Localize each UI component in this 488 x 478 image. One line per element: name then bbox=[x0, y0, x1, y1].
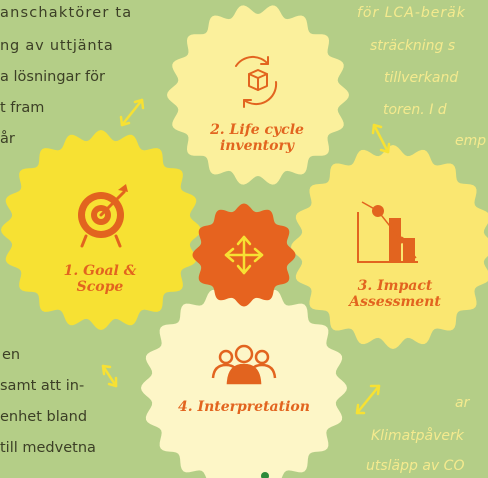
interpretation-line1: 4. Interpretation bbox=[178, 399, 310, 415]
bg-text-right-top-5: emp bbox=[455, 133, 487, 149]
cycle-arrow-bottom-right-icon bbox=[355, 384, 381, 415]
bg-text-left-bottom-3: enhet bland bbox=[0, 409, 88, 425]
target-icon bbox=[78, 184, 128, 248]
interpretation-label: 4. Interpretation bbox=[164, 399, 324, 415]
bg-text-right-top-3: tillverkand bbox=[384, 70, 459, 86]
move-arrows-icon bbox=[224, 235, 264, 275]
recycle-box-icon bbox=[235, 55, 278, 108]
inventory-line2: inventory bbox=[219, 138, 295, 154]
bg-text-left-top-4: t fram bbox=[0, 100, 45, 116]
bg-text-left-top-1: anschaktörer ta bbox=[0, 5, 133, 21]
bg-text-right-bottom-2: Klimatpåverk bbox=[371, 428, 464, 444]
bg-text-right-top-4: toren. I d bbox=[383, 102, 447, 118]
bg-text-left-bottom-1: en bbox=[2, 347, 21, 363]
bg-text-right-bottom-3: utsläpp av CO bbox=[366, 458, 465, 474]
impact-label: 3. Impact Assessment bbox=[340, 278, 450, 310]
impact-line1: 3. Impact bbox=[357, 278, 433, 294]
bg-text-left-top-2: ng av uttjänta bbox=[0, 38, 114, 54]
inventory-blob bbox=[167, 5, 349, 185]
cycle-arrow-top-right-icon bbox=[371, 123, 391, 154]
goal-scope-line2: Scope bbox=[76, 279, 124, 295]
cycle-arrow-bottom-left-icon bbox=[101, 364, 118, 388]
impact-line2: Assessment bbox=[349, 294, 441, 310]
bg-text-right-top-2: sträckning s bbox=[370, 38, 456, 54]
goal-scope-label: 1. Goal & Scope bbox=[50, 263, 150, 295]
bg-text-right-bottom-1: ar bbox=[455, 395, 470, 411]
bottom-marker bbox=[261, 472, 269, 478]
inventory-line1: 2. Life cycle bbox=[210, 122, 304, 138]
bg-text-right-top-1: för LCA-beräk bbox=[357, 5, 466, 21]
cycle-arrow-top-left-icon bbox=[119, 98, 145, 127]
bg-text-left-top-5: år bbox=[0, 131, 15, 147]
bg-text-left-bottom-2: samt att in- bbox=[0, 378, 85, 394]
inventory-label: 2. Life cycle inventory bbox=[197, 122, 317, 154]
bg-text-left-top-3: a lösningar för bbox=[0, 69, 105, 85]
people-icon bbox=[211, 344, 277, 385]
bg-text-left-bottom-4: till medvetna bbox=[0, 440, 96, 456]
goal-scope-line1: 1. Goal & bbox=[63, 263, 137, 279]
chart-icon bbox=[357, 201, 418, 263]
